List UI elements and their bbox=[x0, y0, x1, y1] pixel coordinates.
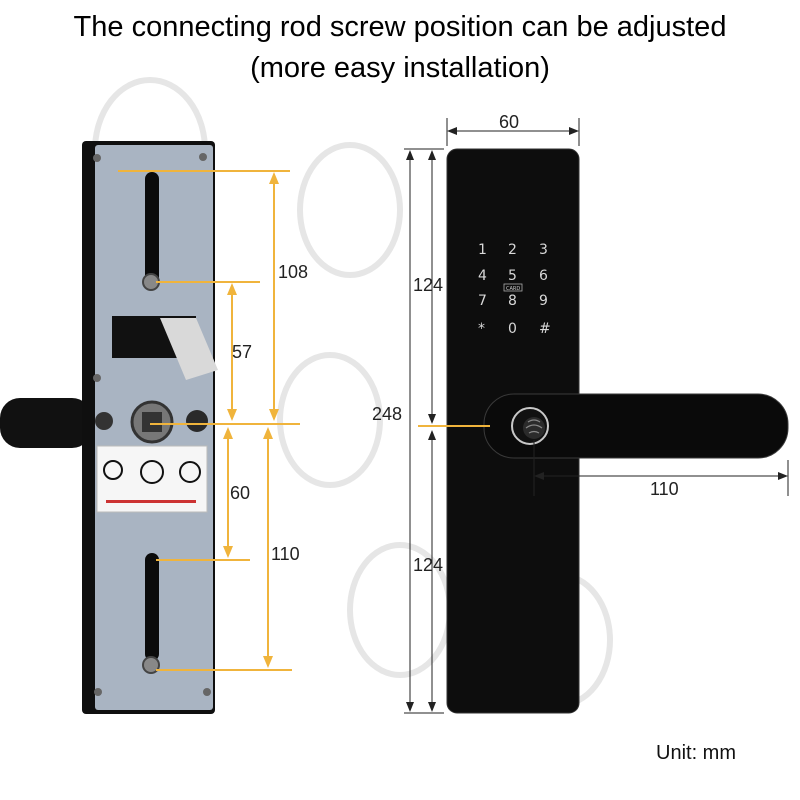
card-indicator bbox=[503, 283, 523, 292]
key-7: 7 bbox=[478, 293, 487, 309]
page-subtitle: (more easy installation) bbox=[250, 52, 550, 84]
key-star: * bbox=[478, 321, 485, 337]
key-5: 5 bbox=[508, 268, 517, 284]
right-dimension-lines bbox=[404, 118, 789, 714]
key-6: 6 bbox=[539, 268, 548, 284]
keypad: 1 2 3 4 5 6 CARD 7 8 9 * 0 # bbox=[478, 242, 551, 337]
dim-110-left-label: 110 bbox=[271, 544, 300, 564]
key-9: 9 bbox=[539, 293, 548, 309]
card-label: CARD bbox=[506, 286, 520, 292]
dim-handle-110-label: 110 bbox=[650, 479, 679, 499]
dim-width-label: 60 bbox=[499, 112, 519, 132]
dim-upper-124-label: 124 bbox=[413, 275, 443, 295]
key-1: 1 bbox=[478, 242, 487, 258]
dim-108-label: 108 bbox=[278, 262, 308, 282]
key-hash: # bbox=[539, 321, 551, 337]
dim-total-248-label: 248 bbox=[372, 404, 402, 424]
left-dimension-lines bbox=[118, 170, 300, 671]
page-title: The connecting rod screw position can be… bbox=[73, 11, 727, 43]
back-plate bbox=[82, 141, 218, 714]
key-4: 4 bbox=[478, 268, 487, 284]
dim-lower-124-label: 124 bbox=[413, 555, 443, 575]
key-2: 2 bbox=[508, 242, 517, 258]
dim-57-label: 57 bbox=[232, 342, 252, 362]
dim-60-label: 60 bbox=[230, 483, 250, 503]
rod-left bbox=[0, 398, 92, 448]
key-8: 8 bbox=[508, 293, 517, 309]
key-0: 0 bbox=[508, 321, 517, 337]
key-3: 3 bbox=[539, 242, 548, 258]
unit-label: Unit: mm bbox=[656, 742, 736, 764]
fingerprint-sensor-icon bbox=[511, 407, 549, 445]
